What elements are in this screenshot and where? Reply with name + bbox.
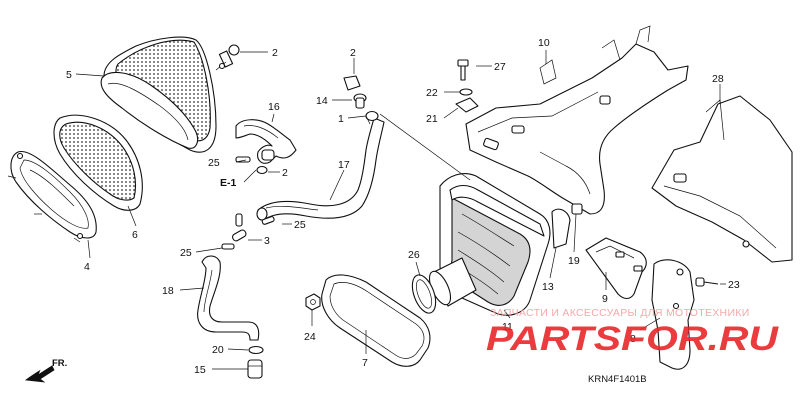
callout-10: 10 bbox=[538, 37, 550, 49]
callout-2-top-left: 2 bbox=[272, 47, 278, 59]
callout-1: 1 bbox=[338, 113, 344, 125]
callout-16: 16 bbox=[268, 101, 280, 113]
callout-6: 6 bbox=[132, 229, 138, 241]
callout-25-right: 25 bbox=[294, 219, 306, 231]
callout-2-hose: 2 bbox=[282, 167, 288, 179]
callout-26: 26 bbox=[408, 249, 420, 261]
drain-hose-part bbox=[197, 255, 260, 341]
callout-19: 19 bbox=[568, 255, 580, 267]
joint-3-part bbox=[231, 213, 247, 242]
clamp-2-upper-part bbox=[343, 75, 361, 91]
callout-27: 27 bbox=[494, 61, 506, 73]
clamp-2-lower-part bbox=[256, 165, 268, 175]
clip-20-part bbox=[248, 345, 264, 355]
air-filter-foam-part bbox=[100, 36, 217, 153]
callout-17: 17 bbox=[338, 159, 350, 171]
gasket-7-part bbox=[321, 274, 431, 367]
bracket-21-part bbox=[455, 97, 479, 113]
callout-9: 9 bbox=[602, 293, 608, 305]
leader-lines bbox=[75, 50, 726, 370]
joint-14-part bbox=[353, 93, 367, 109]
clamp-top-left-part bbox=[215, 44, 240, 71]
clip-25-upper-part bbox=[235, 156, 251, 163]
callout-2-upper-center: 2 bbox=[350, 47, 356, 59]
callout-22: 22 bbox=[426, 87, 438, 99]
callout-15: 15 bbox=[194, 364, 206, 376]
air-filter-element-part bbox=[53, 114, 143, 211]
diagram-code: KRN4F1401B bbox=[588, 374, 647, 385]
watermark-caption: ЗАПЧАСТИ И АКСЕССУАРЫ ДЛЯ МОТОТЕХНИКИ bbox=[490, 307, 750, 319]
breather-hose-small-part bbox=[235, 119, 297, 164]
callout-4: 4 bbox=[84, 261, 90, 273]
callout-21: 21 bbox=[426, 113, 438, 125]
callout-18: 18 bbox=[162, 285, 174, 297]
cover-plate-9-part bbox=[585, 237, 647, 300]
callout-11: 11 bbox=[502, 321, 513, 333]
clip-25-right-part bbox=[261, 216, 275, 225]
o-ring-26-part bbox=[411, 274, 437, 314]
clip-25-middle-part bbox=[221, 243, 235, 250]
plate-13-part bbox=[551, 208, 571, 249]
callout-14: 14 bbox=[316, 95, 328, 107]
plug-15-part bbox=[247, 359, 263, 379]
callout-3: 3 bbox=[264, 235, 270, 247]
clip-19-part bbox=[571, 203, 583, 215]
callout-24: 24 bbox=[304, 331, 316, 343]
callout-28: 28 bbox=[712, 73, 724, 85]
front-label: FR. bbox=[52, 358, 67, 369]
side-cover-8-part bbox=[651, 259, 695, 370]
washer-22-part bbox=[459, 88, 473, 96]
watermark-logo: PARTSFOR.RU bbox=[486, 320, 780, 358]
callout-20: 20 bbox=[212, 344, 224, 356]
ref-e1-label: E-1 bbox=[220, 177, 237, 189]
air-cleaner-case-part bbox=[428, 173, 551, 316]
callout-8: 8 bbox=[630, 333, 636, 345]
front-direction-arrow-icon: FR. bbox=[24, 358, 67, 383]
callout-25-middle: 25 bbox=[180, 247, 192, 259]
breather-hose-long-part bbox=[256, 117, 385, 221]
rear-fender-10-part bbox=[465, 25, 689, 215]
watermark: ЗАПЧАСТИ И АКСЕССУАРЫ ДЛЯ МОТОТЕХНИКИ PA… bbox=[486, 307, 780, 358]
callout-labels: 1 2 2 2 3 4 5 6 7 8 9 10 11 13 14 15 16 … bbox=[66, 37, 740, 376]
nut-24-part bbox=[305, 293, 321, 311]
air-cleaner-cover-part bbox=[7, 150, 97, 243]
callout-23: 23 bbox=[728, 279, 740, 291]
bolt-27-part bbox=[457, 59, 469, 81]
rear-fender-28-part bbox=[651, 95, 793, 263]
callout-5: 5 bbox=[66, 69, 72, 81]
screw-23-part bbox=[695, 277, 719, 287]
callout-13: 13 bbox=[542, 281, 554, 293]
callout-25-upper: 25 bbox=[208, 157, 220, 169]
callout-7: 7 bbox=[362, 357, 368, 369]
